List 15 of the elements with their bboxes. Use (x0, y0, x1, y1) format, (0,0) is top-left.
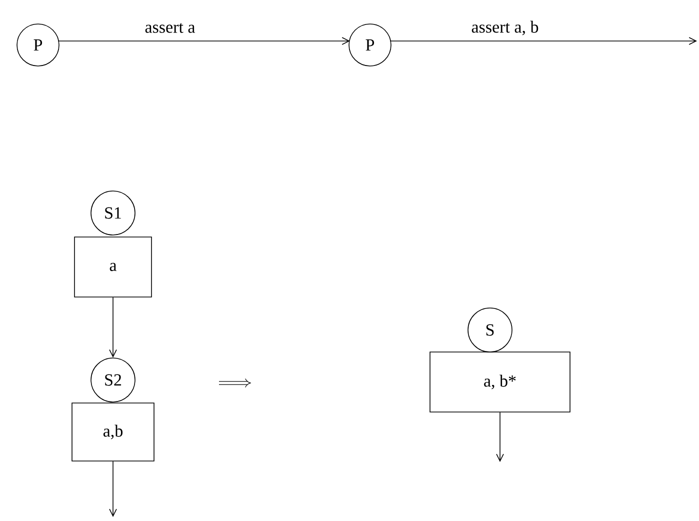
circle-node: P (16, 24, 60, 66)
circle-node: P (348, 24, 392, 66)
edge-label: assert a, b (472, 20, 538, 36)
arrow (390, 37, 697, 45)
circle-node: S (468, 308, 512, 352)
process-box: a, b* (430, 352, 570, 412)
arrow (496, 412, 504, 462)
process-box: a,b (72, 402, 154, 462)
circle-node: S1 (90, 190, 136, 236)
arrow (109, 460, 117, 517)
arrow (109, 296, 117, 358)
arrow (58, 37, 350, 45)
circle-node: S2 (90, 358, 136, 402)
edge-label: assert a (145, 23, 196, 33)
process-box: a (74, 236, 152, 298)
